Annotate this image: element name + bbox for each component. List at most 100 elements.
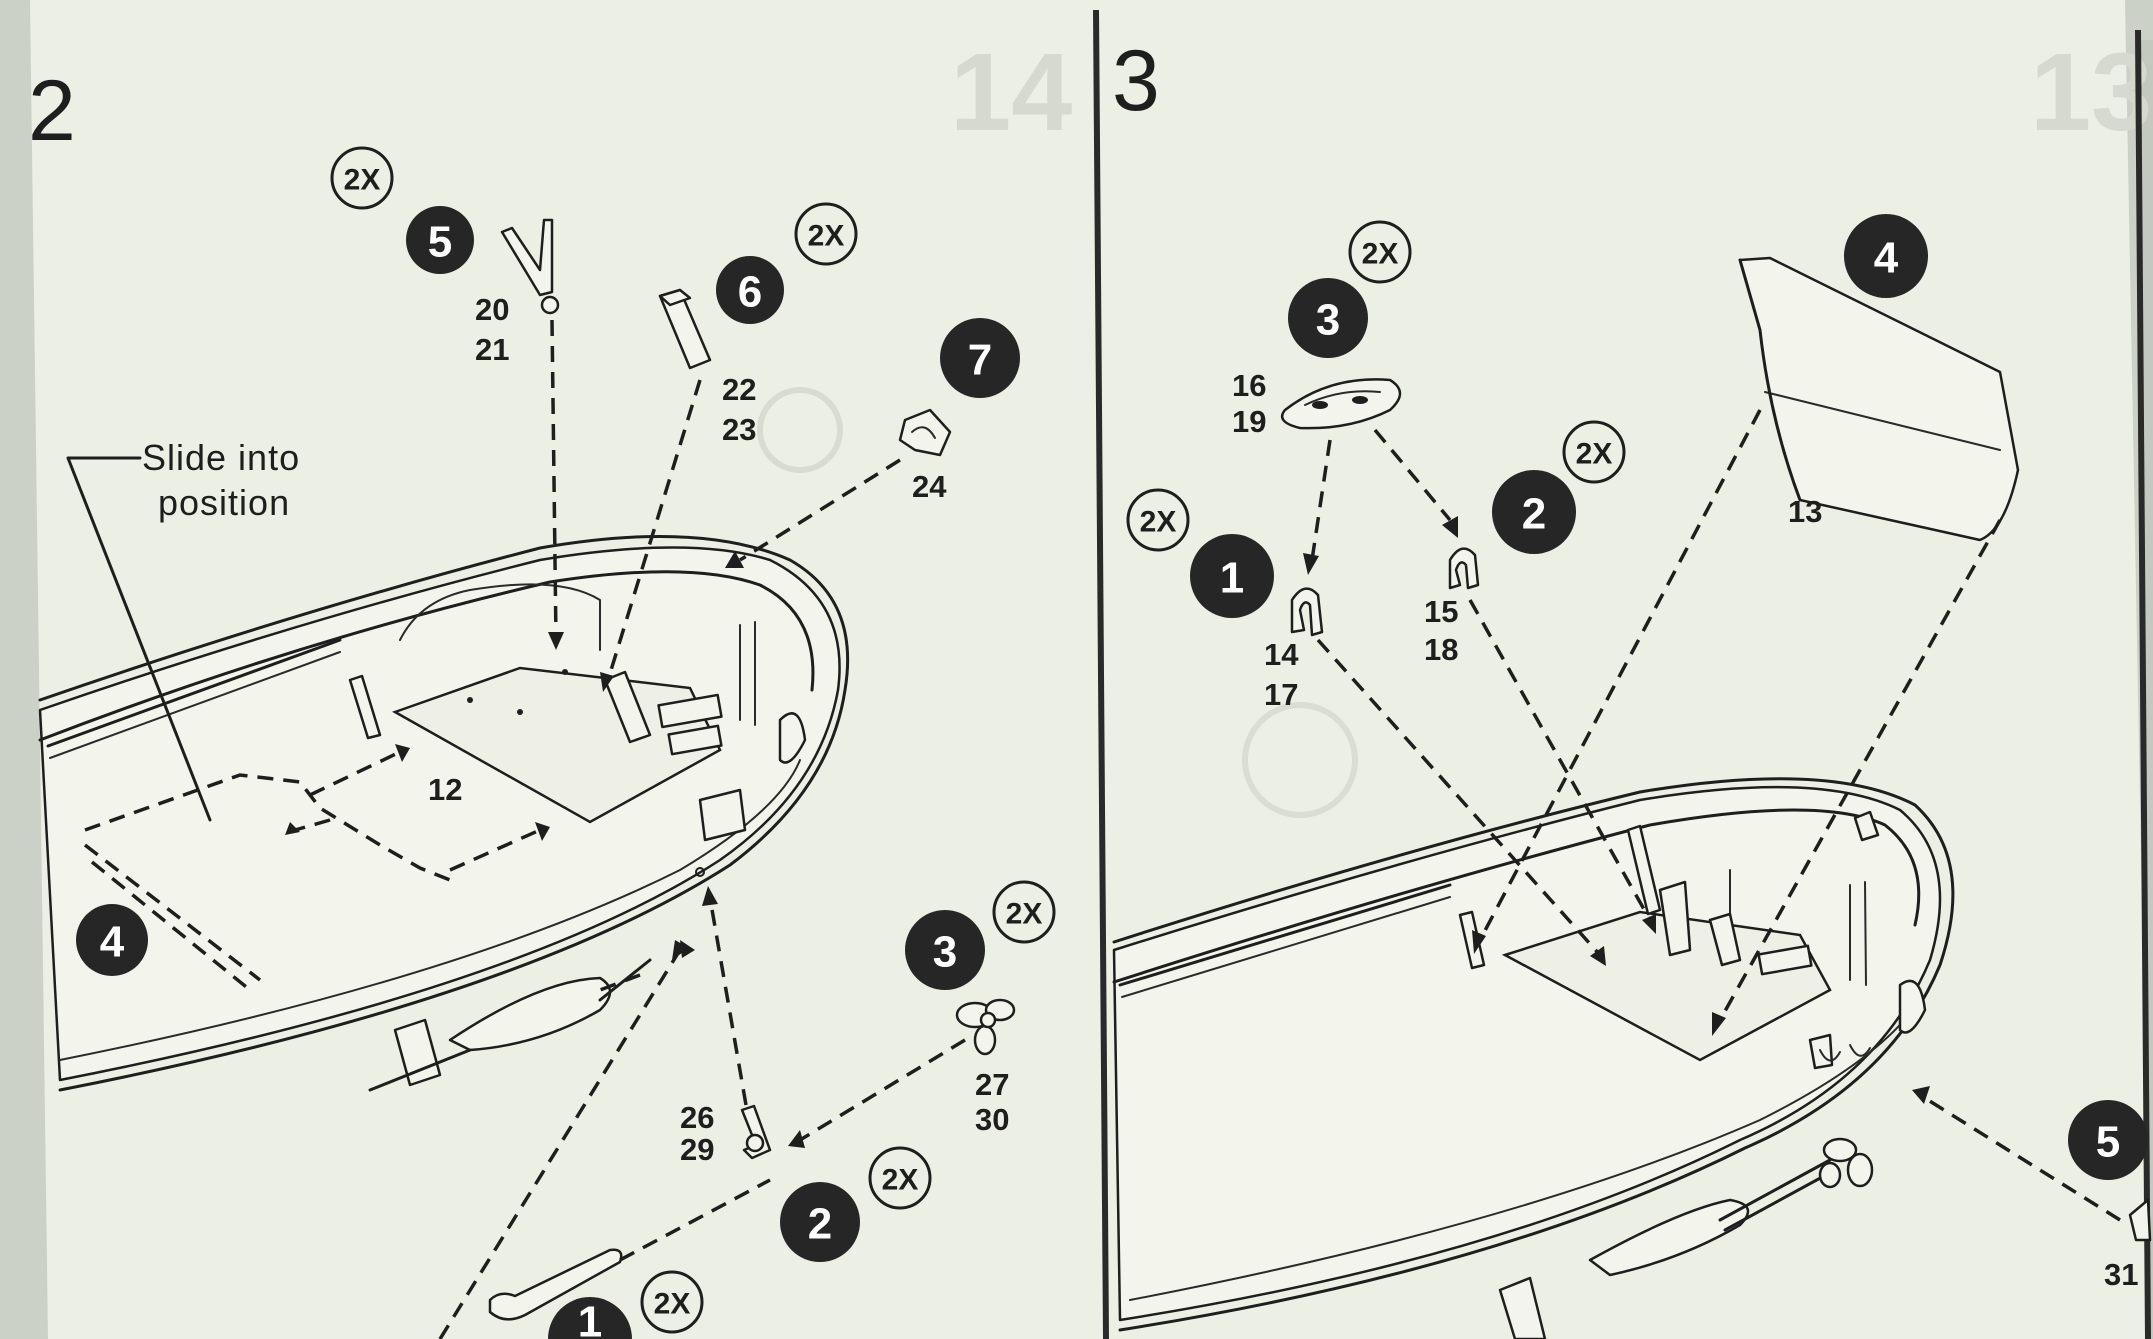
svg-text:2X: 2X bbox=[1362, 238, 1399, 271]
part-id-label: 31 bbox=[2104, 1257, 2138, 1292]
svg-text:2X: 2X bbox=[882, 1164, 919, 1197]
part-id-label: 15 bbox=[1424, 594, 1458, 629]
qty-badge: 2X bbox=[992, 880, 1056, 944]
part-seat-3 bbox=[1280, 378, 1402, 430]
part-fitting-5 bbox=[2128, 1198, 2152, 1242]
svg-text:4: 4 bbox=[100, 918, 125, 967]
svg-text:1: 1 bbox=[1220, 554, 1244, 603]
part-number-badge: 4 bbox=[76, 904, 148, 976]
step-3-panel: 2X 3 16 19 4 13 2X 2 15 18 2X 1 bbox=[1112, 214, 2152, 1339]
part-fitting-7 bbox=[898, 408, 952, 457]
svg-text:2X: 2X bbox=[1576, 438, 1613, 471]
part-id-label: 23 bbox=[722, 412, 756, 447]
part-id-label: 14 bbox=[1264, 637, 1299, 672]
part-id-label: 21 bbox=[475, 332, 509, 367]
part-number-badge: 3 bbox=[905, 910, 985, 990]
qty-badge: 2X bbox=[1126, 488, 1190, 552]
show-through-mark: 13 bbox=[2030, 31, 2152, 154]
boat-hull bbox=[38, 534, 850, 1092]
svg-text:7: 7 bbox=[968, 336, 992, 385]
assembly-arrow bbox=[1373, 428, 1452, 522]
svg-text:2X: 2X bbox=[1006, 898, 1043, 931]
svg-text:2X: 2X bbox=[1140, 506, 1177, 539]
qty-badge: 2X bbox=[794, 202, 858, 266]
step-number: 3 bbox=[1112, 33, 1160, 129]
part-number-badge: 6 bbox=[716, 256, 784, 324]
part-id-label: 18 bbox=[1424, 632, 1458, 667]
qty-badge: 2X bbox=[1348, 220, 1412, 284]
svg-text:3: 3 bbox=[1316, 296, 1340, 345]
step-2-panel: Slide into position bbox=[38, 146, 1056, 1339]
part-id-label: 17 bbox=[1264, 677, 1298, 712]
assembly-arrow bbox=[1718, 519, 2002, 1021]
assembly-arrow bbox=[619, 1178, 771, 1262]
part-propeller-3 bbox=[955, 998, 1016, 1056]
svg-text:4: 4 bbox=[1874, 234, 1899, 283]
svg-text:1: 1 bbox=[578, 1298, 602, 1339]
part-transom-4 bbox=[1738, 256, 2020, 542]
part-number-badge: 5 bbox=[2068, 1100, 2148, 1180]
part-number-badge: 4 bbox=[1844, 214, 1928, 298]
assembly-arrow bbox=[708, 897, 748, 1106]
part-number-badge: 1 bbox=[1190, 534, 1274, 618]
leader-line bbox=[66, 456, 212, 822]
qty-badge: 2X bbox=[868, 1146, 932, 1210]
svg-text:2X: 2X bbox=[808, 220, 845, 253]
assembly-arrow bbox=[599, 973, 641, 992]
assembly-arrow bbox=[799, 1038, 966, 1142]
part-number-badge: 2 bbox=[1492, 470, 1576, 554]
panel-divider bbox=[2135, 29, 2151, 1339]
assembly-arrow bbox=[550, 319, 558, 641]
boat-hull bbox=[1112, 777, 1955, 1339]
part-oarlock-15 bbox=[1448, 547, 1480, 590]
part-id-label: 12 bbox=[428, 772, 462, 807]
svg-text:5: 5 bbox=[428, 218, 452, 267]
assembly-arrow bbox=[1919, 1093, 2121, 1222]
part-id-label: 22 bbox=[722, 372, 756, 407]
part-number-badge: 1 bbox=[548, 1297, 632, 1339]
svg-text:2X: 2X bbox=[654, 1288, 691, 1321]
part-shaft-1 bbox=[488, 1248, 623, 1321]
slide-arrow bbox=[285, 744, 550, 872]
part-oarlock-14 bbox=[1290, 587, 1324, 637]
part-id-label: 30 bbox=[975, 1102, 1009, 1137]
assembly-arrow bbox=[1468, 599, 1652, 921]
part-pin-26 bbox=[740, 1104, 772, 1160]
instruction-text: position bbox=[158, 482, 290, 523]
panel-divider bbox=[1093, 9, 1109, 1339]
part-id-label: 26 bbox=[680, 1100, 714, 1135]
part-id-label: 24 bbox=[912, 469, 947, 504]
part-id-label: 20 bbox=[475, 292, 509, 327]
part-number-badge: 3 bbox=[1288, 278, 1368, 358]
assembly-arrow bbox=[1478, 409, 1762, 941]
part-id-label: 29 bbox=[680, 1132, 714, 1167]
svg-text:2: 2 bbox=[808, 1200, 832, 1249]
slide-board-outline bbox=[83, 773, 451, 992]
svg-text:2X: 2X bbox=[344, 164, 381, 197]
part-id-label: 16 bbox=[1232, 368, 1266, 403]
show-through-mark: 14 bbox=[950, 31, 1072, 154]
part-id-label: 13 bbox=[1788, 494, 1822, 529]
svg-text:5: 5 bbox=[2096, 1118, 2120, 1167]
part-clamp-5 bbox=[500, 218, 560, 315]
part-id-label: 27 bbox=[975, 1067, 1009, 1102]
qty-badge: 2X bbox=[330, 146, 394, 210]
assembly-arrow bbox=[606, 379, 702, 681]
qty-badge: 2X bbox=[1562, 420, 1626, 484]
part-id-label: 19 bbox=[1232, 404, 1266, 439]
part-post-6 bbox=[658, 288, 712, 370]
step-number: 2 bbox=[28, 63, 76, 159]
svg-text:2: 2 bbox=[1522, 490, 1546, 539]
part-number-badge: 7 bbox=[940, 318, 1020, 398]
part-number-badge: 5 bbox=[406, 206, 474, 274]
svg-text:3: 3 bbox=[933, 928, 957, 977]
show-through-mark bbox=[1242, 702, 1358, 818]
assembly-arrow bbox=[1316, 638, 1602, 957]
instruction-text: Slide into bbox=[142, 437, 300, 478]
show-through-mark bbox=[757, 387, 843, 473]
qty-badge: 2X bbox=[640, 1270, 704, 1334]
assembly-arrow bbox=[739, 458, 901, 562]
svg-text:6: 6 bbox=[738, 268, 762, 317]
assembly-arrow bbox=[1310, 439, 1332, 561]
